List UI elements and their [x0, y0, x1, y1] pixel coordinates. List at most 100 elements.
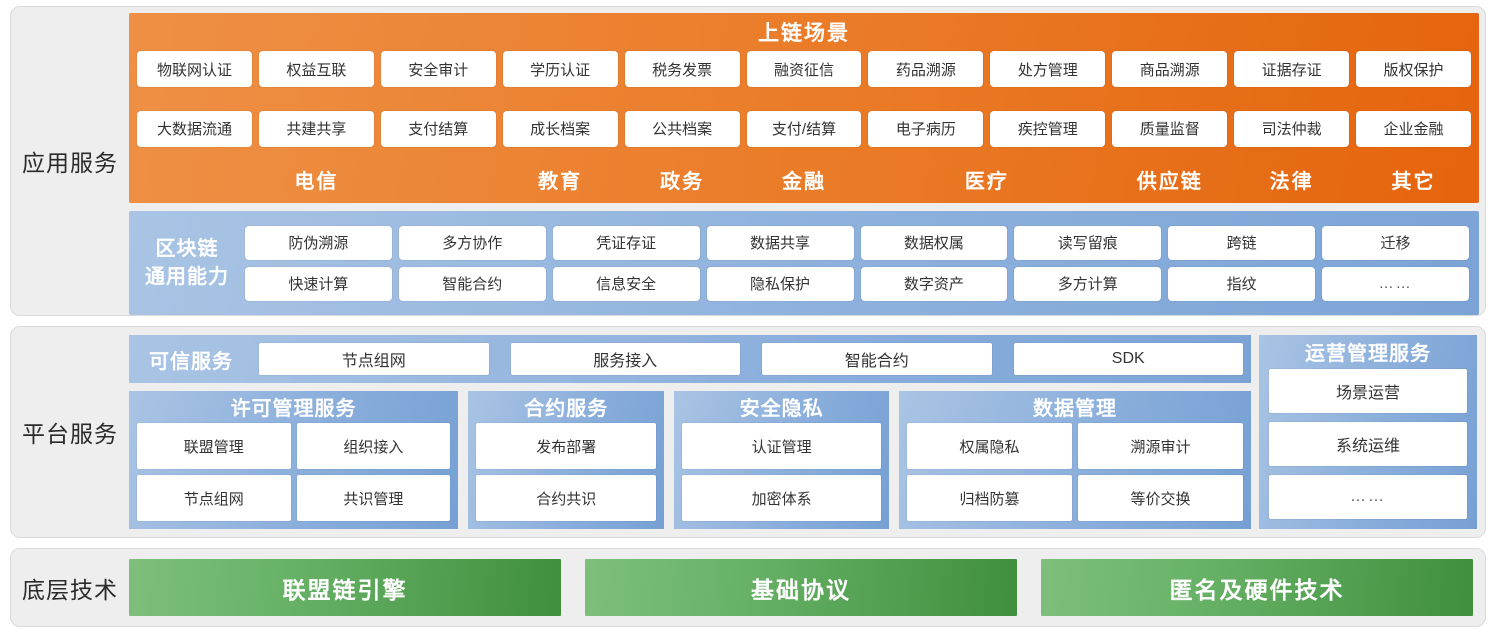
scenario-tile-r2-4[interactable]: 公共档案 [624, 110, 740, 147]
tech-item-2: 匿名及硬件技术 [1041, 559, 1473, 616]
scenario-tile-r1-8[interactable]: 商品溯源 [1112, 51, 1228, 87]
scenario-tile-r1-0[interactable]: 物联网认证 [137, 51, 252, 87]
scenario-tile-r1-5[interactable]: 融资征信 [746, 51, 862, 87]
trusted-service-tile-3[interactable]: SDK [1013, 343, 1243, 375]
operations-tile-1[interactable]: 系统运维 [1269, 422, 1467, 466]
platform-group-2-tile-1[interactable]: 加密体系 [682, 475, 881, 521]
scenario-tile-r1-2[interactable]: 安全审计 [380, 51, 496, 87]
trusted-service-tile-2[interactable]: 智能合约 [762, 343, 992, 375]
capability-tile-r2-0[interactable]: 快速计算 [245, 266, 392, 301]
operations-tile-0[interactable]: 场景运营 [1269, 369, 1467, 413]
platform-group-1: 合约服务发布部署合约共识 [468, 391, 665, 529]
scenario-tile-r2-5[interactable]: 支付/结算 [746, 110, 862, 147]
trusted-services-row: 可信服务 节点组网服务接入智能合约 SDK [129, 335, 1251, 383]
platform-group-1-tile-0[interactable]: 发布部署 [476, 423, 657, 469]
capability-tile-r1-4[interactable]: 数据权属 [860, 225, 1008, 260]
capability-tile-r2-2[interactable]: 信息安全 [552, 266, 700, 301]
application-services-body: 上链场景 物联网认证权益互联安全审计学历认证税务发票融资征信药品溯源处方管理商品… [129, 7, 1485, 315]
scenario-tile-r1-9[interactable]: 证据存证 [1234, 51, 1350, 87]
capability-tile-r1-3[interactable]: 数据共享 [706, 225, 854, 260]
capability-tile-r2-3[interactable]: 隐私保护 [706, 266, 854, 301]
scenario-tile-r2-10[interactable]: 企业金融 [1356, 110, 1471, 147]
scenario-tile-r2-2[interactable]: 支付结算 [380, 110, 496, 147]
scenario-category-1: 教育 [538, 171, 583, 193]
application-services-panel: 应用服务 上链场景 物联网认证权益互联安全审计学历认证税务发票融资征信药品溯源处… [10, 6, 1486, 316]
on-chain-scenario-categories: 电信 教育 政务 金融 医疗 供应链 法律 其它 [137, 164, 1471, 197]
platform-group-tiles-0: 联盟管理组织接入节点组网共识管理 [137, 423, 451, 521]
tech-item-1: 基础协议 [585, 559, 1017, 616]
capability-tile-r1-7[interactable]: 迁移 [1322, 225, 1469, 260]
platform-group-0-tile-3[interactable]: 共识管理 [296, 475, 451, 521]
scenario-category-4: 医疗 [964, 171, 1009, 193]
scenario-tile-r1-7[interactable]: 处方管理 [990, 51, 1106, 87]
scenario-tile-r2-8[interactable]: 质量监督 [1112, 110, 1228, 147]
scenario-tile-r1-6[interactable]: 药品溯源 [868, 51, 984, 87]
capability-tile-r2-6[interactable]: 指纹 [1168, 266, 1316, 301]
platform-group-3-tile-0[interactable]: 权属隐私 [906, 423, 1072, 469]
platform-group-tiles-3: 权属隐私溯源审计归档防篡等价交换 [906, 423, 1244, 521]
blockchain-capability-block: 区块链 通用能力 防伪溯源多方协作凭证存证数据共享数据权属读写留痕跨链迁移快速计… [129, 211, 1479, 315]
underlying-technology-body: 联盟链引擎 基础协议 匿名及硬件技术 [129, 549, 1485, 626]
platform-group-3-tile-3[interactable]: 等价交换 [1077, 475, 1244, 521]
scenario-tile-r1-3[interactable]: 学历认证 [502, 51, 618, 87]
blockchain-capability-label-line2: 通用能力 [145, 266, 229, 288]
capability-tile-r1-1[interactable]: 多方协作 [398, 225, 546, 260]
scenario-category-6: 法律 [1269, 171, 1314, 193]
platform-group-3-tile-2[interactable]: 归档防篡 [906, 475, 1072, 521]
operations-management-block: 运营管理服务 场景运营系统运维 …… [1259, 335, 1477, 529]
scenario-tile-r2-6[interactable]: 电子病历 [868, 110, 984, 147]
blockchain-capability-grid: 防伪溯源多方协作凭证存证数据共享数据权属读写留痕跨链迁移快速计算智能合约信息安全… [245, 225, 1469, 301]
scenario-tile-r1-4[interactable]: 税务发票 [624, 51, 740, 87]
scenario-category-7: 其它 [1391, 171, 1436, 193]
trusted-service-tile-0[interactable]: 节点组网 [259, 343, 489, 375]
platform-group-2-tile-0[interactable]: 认证管理 [682, 423, 881, 469]
scenario-tile-r2-9[interactable]: 司法仲裁 [1234, 110, 1350, 147]
platform-group-0: 许可管理服务联盟管理组织接入节点组网共识管理 [129, 391, 459, 529]
operations-management-items: 场景运营系统运维 …… [1269, 369, 1467, 519]
operations-management-title: 运营管理服务 [1305, 343, 1431, 365]
platform-service-groups: 许可管理服务联盟管理组织接入节点组网共识管理合约服务发布部署合约共识安全隐私认证… [129, 391, 1252, 529]
on-chain-scenarios-title: 上链场景 [758, 22, 850, 45]
platform-group-0-tile-1[interactable]: 组织接入 [296, 423, 451, 469]
platform-group-0-tile-0[interactable]: 联盟管理 [137, 423, 291, 469]
scenario-category-3: 金融 [781, 171, 826, 193]
capability-tile-r2-7[interactable]: …… [1322, 266, 1469, 301]
platform-group-title-3: 数据管理 [1032, 398, 1117, 420]
capability-tile-r1-2[interactable]: 凭证存证 [552, 225, 700, 260]
capability-tile-r1-0[interactable]: 防伪溯源 [245, 225, 392, 260]
platform-group-tiles-1: 发布部署合约共识 [476, 423, 657, 521]
trusted-services-label: 可信服务 [149, 350, 233, 373]
tech-item-0: 联盟链引擎 [129, 559, 561, 616]
platform-group-2: 安全隐私认证管理加密体系 [674, 391, 889, 529]
scenario-tile-r1-10[interactable]: 版权保护 [1356, 51, 1471, 87]
capability-tile-r2-1[interactable]: 智能合约 [398, 266, 546, 301]
platform-group-1-tile-1[interactable]: 合约共识 [476, 475, 657, 521]
platform-group-0-tile-2[interactable]: 节点组网 [137, 475, 291, 521]
platform-group-tiles-2: 认证管理加密体系 [682, 423, 881, 521]
capability-tile-r1-6[interactable]: 跨链 [1168, 225, 1316, 260]
scenario-tile-r2-7[interactable]: 疾控管理 [990, 110, 1106, 147]
scenario-tile-r2-1[interactable]: 共建共享 [258, 110, 374, 147]
scenario-tile-r2-0[interactable]: 大数据流通 [137, 110, 252, 147]
capability-tile-r2-5[interactable]: 多方计算 [1014, 266, 1162, 301]
trusted-service-tile-1[interactable]: 服务接入 [510, 343, 740, 375]
trusted-services-items: 节点组网服务接入智能合约 SDK [259, 343, 1243, 375]
scenario-tile-r2-3[interactable]: 成长档案 [502, 110, 618, 147]
capability-tile-r2-4[interactable]: 数字资产 [860, 266, 1008, 301]
operations-tile-2[interactable]: …… [1269, 475, 1467, 519]
scenario-category-2: 政务 [660, 171, 705, 193]
platform-services-label: 平台服务 [22, 421, 118, 447]
capability-tile-r1-5[interactable]: 读写留痕 [1014, 225, 1162, 260]
on-chain-scenarios-grid: 物联网认证权益互联安全审计学历认证税务发票融资征信药品溯源处方管理商品溯源证据存… [137, 51, 1471, 164]
scenario-category-5: 供应链 [1136, 171, 1203, 193]
platform-group-3-tile-1[interactable]: 溯源审计 [1077, 423, 1244, 469]
scenario-tile-r1-1[interactable]: 权益互联 [258, 51, 374, 87]
platform-group-title-0: 许可管理服务 [230, 398, 357, 420]
scenario-category-0: 电信 [294, 171, 339, 193]
on-chain-scenarios-block: 上链场景 物联网认证权益互联安全审计学历认证税务发票融资征信药品溯源处方管理商品… [129, 13, 1479, 203]
blockchain-capability-label: 区块链 通用能力 [139, 235, 235, 291]
